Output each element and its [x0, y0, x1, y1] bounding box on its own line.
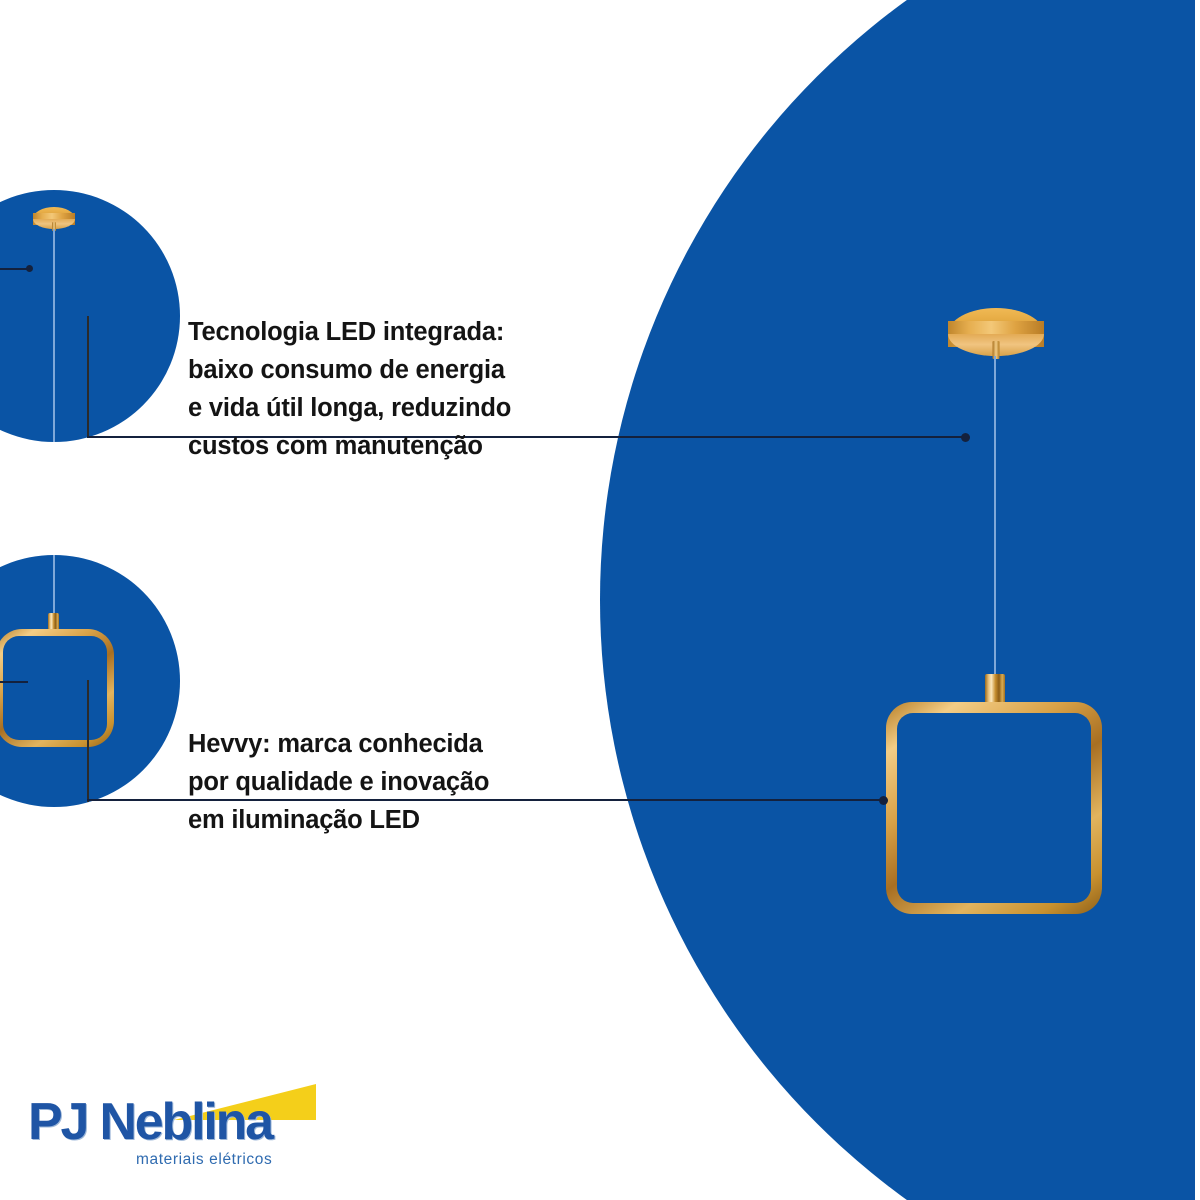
leader-line-vertical-1 [87, 316, 89, 438]
leader-line-horizontal-1 [87, 436, 967, 438]
right-edge-strip [1195, 0, 1200, 1200]
callout-bubble-brand [0, 555, 180, 807]
square-ring-pendant-detail-icon [0, 629, 114, 747]
suspension-cable-detail [53, 229, 55, 442]
canopy-stem [992, 341, 1000, 359]
leader-line-horizontal-2 [87, 799, 885, 801]
gold-square-ring [886, 702, 1102, 914]
callout-bubble-led-technology [0, 190, 180, 442]
brand-circle-background [600, 0, 1200, 1200]
leader-line-vertical-2 [87, 680, 89, 802]
callout-text-led-technology: Tecnologia LED integrada: baixo consumo … [188, 317, 512, 460]
leader-endpoint-dot-1 [961, 433, 970, 442]
bubble-stub-dot [26, 265, 33, 272]
canopy-stem [52, 222, 56, 231]
logo-wordmark: PJ Neblina [28, 1093, 274, 1151]
bubble-stub-line [0, 268, 30, 270]
bubble-stub-line [0, 681, 28, 683]
logo-tagline: materiais elétricos [136, 1151, 273, 1168]
company-logo: PJ Neblina materiais elétricos [28, 1078, 328, 1170]
ring-inner-cutout [897, 713, 1091, 903]
leader-endpoint-dot-2 [879, 796, 888, 805]
ring-inner-cutout [3, 636, 107, 740]
suspension-cable [994, 356, 996, 678]
ceiling-canopy-detail-icon [33, 207, 75, 231]
callout-text-brand: Hevvy: marca conhecida por qualidade e i… [188, 729, 490, 834]
ceiling-canopy [948, 308, 1044, 359]
suspension-cable-detail [53, 555, 55, 617]
